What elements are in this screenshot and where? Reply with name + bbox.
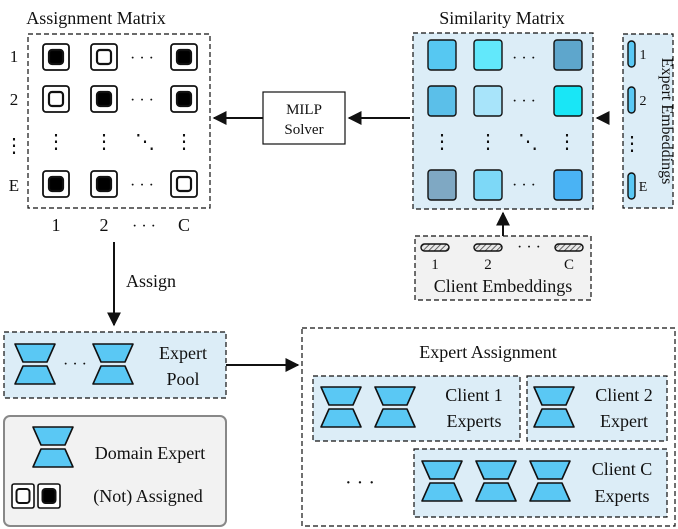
- expert-embedding-index: 1: [640, 48, 647, 63]
- client-c-line2: Experts: [595, 486, 650, 506]
- client-embedding-vector: [554, 243, 584, 252]
- matrix-hdots: · · ·: [130, 92, 154, 109]
- assignment-matrix-frame: [27, 33, 211, 209]
- row-label: 1: [10, 47, 19, 66]
- col-label: C: [178, 215, 190, 235]
- matrix-vdots: ⋮: [46, 131, 66, 153]
- row-label: 2: [10, 90, 19, 109]
- client-embedding-index: 2: [484, 257, 492, 273]
- expert-embedding-vector: [627, 40, 636, 68]
- client-1-line2: Experts: [447, 411, 502, 431]
- solver-box: [262, 91, 346, 145]
- similarity-cell: [553, 85, 583, 117]
- similarity-cell: [553, 169, 583, 201]
- similarity-cell: [427, 39, 457, 71]
- similarity-vdots: ⋮: [478, 131, 498, 153]
- assigned-cell: [170, 43, 198, 71]
- expert-embeddings-label: Expert Embeddings: [658, 58, 675, 185]
- matrix-vdots: ⋮: [94, 131, 114, 153]
- legend-domain-expert: Domain Expert: [95, 443, 205, 463]
- assigned-cell: [90, 85, 118, 113]
- row-label: ⋮: [4, 135, 24, 157]
- expert-pool-line1: Expert: [159, 343, 207, 363]
- similarity-hdots: · · ·: [512, 177, 536, 194]
- row-label: E: [9, 176, 19, 195]
- legend-not-assigned-icon: [11, 483, 35, 509]
- not-assigned-cell: [170, 170, 198, 198]
- assigned-cell: [170, 85, 198, 113]
- similarity-hdots: · · ·: [512, 93, 536, 110]
- client-embeddings-label: Client Embeddings: [434, 276, 573, 296]
- similarity-vdots: ⋮: [432, 131, 452, 153]
- similarity-ddots: ⋱: [518, 131, 538, 153]
- similarity-vdots: ⋮: [557, 131, 577, 153]
- not-assigned-cell: [42, 85, 70, 113]
- client-embeddings-hdots: · · ·: [517, 239, 541, 256]
- assign-label: Assign: [126, 271, 176, 291]
- milp-solver: MILP Solver: [262, 91, 346, 145]
- matrix-vdots: ⋮: [174, 131, 194, 153]
- similarity-cell: [473, 39, 503, 71]
- not-assigned-cell: [90, 43, 118, 71]
- col-label: 1: [52, 215, 61, 235]
- similarity-cell: [427, 85, 457, 117]
- expert-embedding-index: E: [639, 180, 648, 195]
- solver-line2: Solver: [284, 122, 323, 138]
- client-1-line1: Client 1: [445, 385, 503, 405]
- expert-embedding-index: 2: [640, 94, 647, 109]
- assigned-cell: [42, 43, 70, 71]
- expert-assignment-title: Expert Assignment: [419, 342, 557, 362]
- matrix-hdots: · · ·: [130, 50, 154, 67]
- expert-embedding-vector: [627, 172, 636, 200]
- expert-embeddings-vdots: ⋮: [622, 133, 642, 155]
- client-2-line1: Client 2: [595, 385, 653, 405]
- similarity-matrix: Similarity Matrix · · · · · · · · · ⋮ ⋮ …: [412, 8, 594, 210]
- expert-assignment-frame: [301, 327, 676, 527]
- clients-hdots: · · ·: [345, 472, 375, 494]
- assigned-cell: [42, 170, 70, 198]
- similarity-cell: [473, 169, 503, 201]
- expert-pool-line2: Pool: [166, 369, 199, 389]
- client-2-line2: Expert: [600, 411, 648, 431]
- expert-embeddings: 1 2 E ⋮ Expert Embeddings: [595, 33, 675, 209]
- client-c-line1: Client C: [592, 459, 653, 479]
- expert-pool-hdots: · · ·: [63, 356, 87, 373]
- similarity-hdots: · · ·: [512, 50, 536, 67]
- client-embedding-vector: [420, 243, 450, 252]
- matrix-ddots: ⋱: [135, 131, 155, 153]
- solver-line1: MILP: [286, 102, 322, 118]
- expert-pool-frame: [3, 331, 227, 399]
- col-label: 2: [100, 215, 109, 235]
- expert-assignment: Expert Assignment Client 1 Experts Clien…: [301, 327, 676, 527]
- legend: Domain Expert (Not) Assigned: [3, 415, 227, 527]
- assignment-matrix-title: Assignment Matrix: [26, 8, 166, 28]
- matrix-hdots: · · ·: [130, 177, 154, 194]
- similarity-cell: [427, 169, 457, 201]
- expert-pool: · · · Expert Pool: [3, 331, 227, 399]
- assignment-matrix: Assignment Matrix · · · · · · · · · ⋮ ⋮ …: [4, 8, 211, 235]
- similarity-cell: [473, 85, 503, 117]
- legend-assigned-icon: [37, 483, 61, 509]
- legend-assigned: (Not) Assigned: [93, 486, 203, 507]
- similarity-cell: [553, 39, 583, 71]
- client-embedding-index: 1: [431, 257, 439, 273]
- client-embeddings: · · · 1 2 C Client Embeddings: [414, 211, 592, 301]
- expert-embedding-vector: [627, 86, 636, 114]
- assigned-cell: [90, 170, 118, 198]
- client-embedding-index: C: [564, 257, 574, 273]
- similarity-matrix-title: Similarity Matrix: [439, 8, 565, 28]
- client-embedding-vector: [473, 243, 503, 252]
- col-label: · · ·: [132, 218, 156, 235]
